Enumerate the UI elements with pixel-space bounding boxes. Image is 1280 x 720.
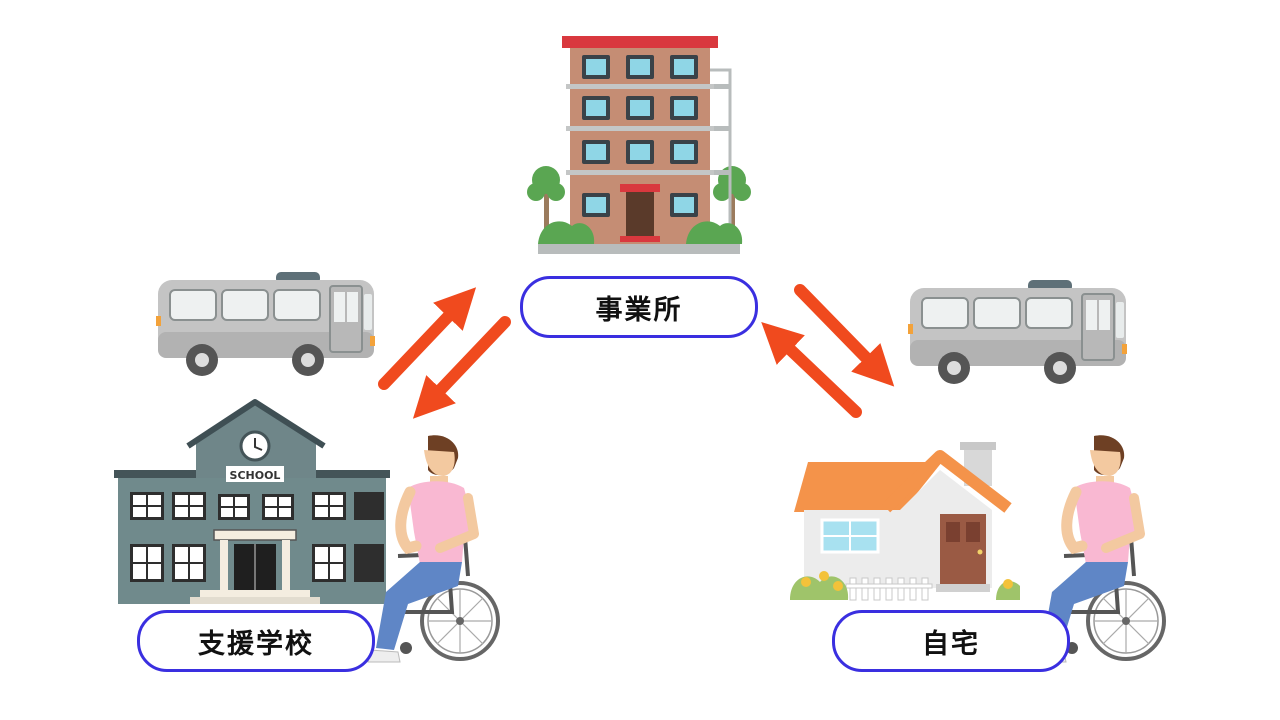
bus-icon — [907, 279, 1128, 385]
wheelchair-user-icon — [368, 435, 498, 662]
arrow-home-to-office — [761, 321, 862, 418]
bus-icon — [155, 271, 376, 377]
home-label: 自宅 — [832, 610, 1070, 672]
school-sign: SCHOOL — [230, 469, 281, 482]
arrow-school-to-office — [378, 287, 477, 390]
arrow-office-to-school — [412, 316, 511, 419]
school-building-icon: SCHOOL — [114, 399, 390, 604]
arrow-office-to-home — [794, 284, 895, 387]
office-building-icon — [527, 36, 751, 254]
house-icon — [790, 442, 1020, 601]
school-label: 支援学校 — [137, 610, 375, 672]
office-label: 事業所 — [520, 276, 758, 338]
